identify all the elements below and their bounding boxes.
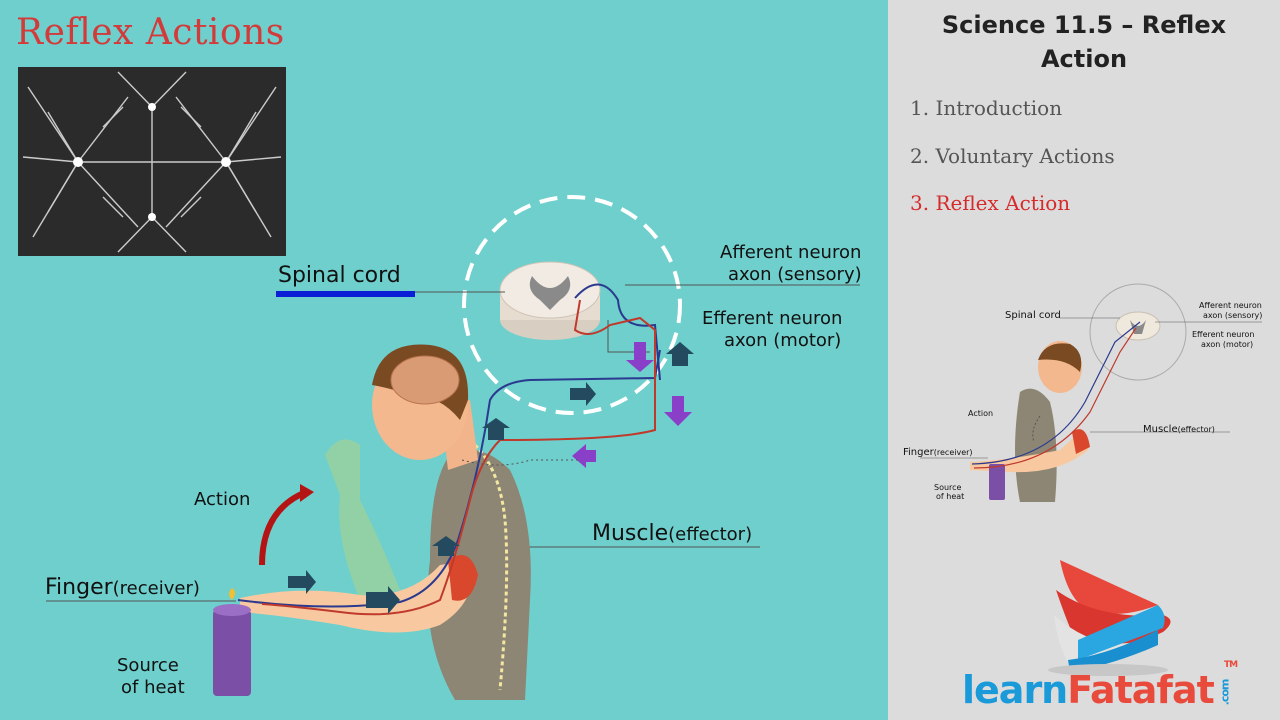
label-finger: Finger(receiver) — [45, 575, 200, 600]
label-afferent-1: Afferent neuron — [720, 242, 862, 263]
mini-label-source-2: of heat — [936, 492, 965, 501]
person-figure — [213, 344, 531, 700]
label-spinal-cord: Spinal cord — [278, 263, 401, 288]
label-muscle: Muscle(effector) — [592, 521, 753, 546]
mini-label-efferent-2: axon (motor) — [1201, 340, 1254, 349]
mini-label-efferent-1: Efferent neuron — [1192, 330, 1255, 339]
sidebar-heading: Science 11.5 – Reflex Action — [941, 11, 1227, 73]
learnfatafat-wordmark: learnFatafat TM .com — [962, 660, 1238, 712]
direction-arrows — [288, 342, 694, 614]
sensory-path — [237, 349, 661, 608]
toc-item-voluntary-actions[interactable]: 2. Voluntary Actions — [910, 144, 1115, 168]
mini-label-action: Action — [968, 409, 994, 418]
mini-diagram — [920, 283, 1262, 502]
label-afferent-2: axon (sensory) — [728, 264, 862, 285]
neuron-network-image — [18, 67, 286, 256]
learnfatafat-logo-icon — [1048, 560, 1171, 676]
reflex-arc-diagram — [46, 195, 860, 700]
mini-label-finger: Finger(receiver) — [903, 447, 973, 458]
motor-path — [261, 299, 656, 616]
toc-item-reflex-action[interactable]: 3. Reflex Action — [910, 191, 1071, 215]
label-efferent-1: Efferent neuron — [702, 308, 843, 329]
slide-title: Reflex Actions — [16, 12, 285, 53]
mini-label-afferent-1: Afferent neuron — [1199, 301, 1262, 310]
mini-label-afferent-2: axon (sensory) — [1203, 311, 1263, 320]
mini-label-muscle: Muscle(effector) — [1143, 424, 1215, 435]
label-source-1: Source — [117, 655, 179, 676]
zoom-circle — [462, 195, 682, 415]
label-source-2: of heat — [121, 677, 185, 698]
toc-item-introduction[interactable]: 1. Introduction — [910, 96, 1063, 120]
spinal-cord-underline — [276, 291, 415, 297]
spinal-cord-section — [499, 261, 601, 340]
label-efferent-2: axon (motor) — [724, 330, 842, 351]
main-slide: Reflex Actions — [16, 12, 862, 700]
mini-label-spinal-cord: Spinal cord — [1005, 310, 1061, 321]
sidebar: Science 11.5 – Reflex Action 1. Introduc… — [888, 0, 1280, 720]
mini-label-source-1: Source — [934, 483, 962, 492]
label-action: Action — [194, 489, 251, 510]
